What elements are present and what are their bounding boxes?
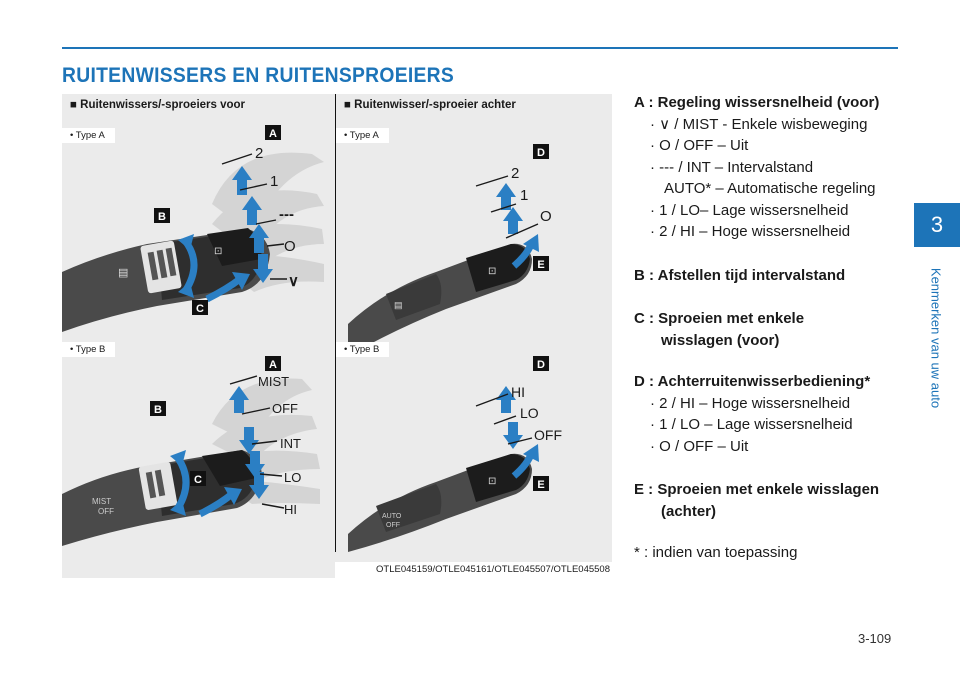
svg-text:⊡: ⊡	[488, 476, 496, 487]
front-b-position-mist: MIST	[258, 374, 289, 389]
rear-b-position-off: OFF	[534, 427, 562, 443]
front-b-badge-c: C	[194, 474, 202, 486]
legend-d-title: D : Achterruitenwisserbediening*	[634, 373, 871, 390]
legend-d-item: · 2 / HI – Hoge wissersnelheid	[650, 394, 851, 412]
front-b-position-off: OFF	[272, 401, 298, 416]
svg-text:OFF: OFF	[98, 507, 114, 516]
svg-text:AUTO: AUTO	[382, 513, 402, 520]
svg-text:▤: ▤	[394, 300, 403, 310]
svg-text:▤: ▤	[118, 267, 128, 279]
legend-a-item: AUTO* – Automatische regeling	[664, 180, 876, 197]
svg-text:⊡: ⊡	[214, 246, 222, 257]
legend: A : Regeling wissersnelheid (voor) · ∨ /…	[634, 92, 904, 564]
legend-a-item: · --- / INT – Intervalstand	[650, 158, 814, 176]
front-a-position-2: 2	[255, 145, 263, 162]
rear-a-position-2: 2	[511, 165, 519, 182]
rear-a-position-1: 1	[520, 187, 528, 204]
legend-footnote: * : indien van toepassing	[634, 544, 798, 561]
chapter-title: Kenmerken van uw auto	[913, 258, 959, 418]
top-rule	[62, 47, 898, 49]
front-a-position-off: O	[284, 238, 296, 255]
page-title: RUITENWISSERS EN RUITENSPROEIERS	[62, 64, 455, 87]
legend-d-item: · O / OFF – Uit	[650, 437, 749, 455]
front-b-position-int: INT	[280, 436, 301, 451]
svg-text:MIST: MIST	[92, 497, 111, 506]
figure-code: OTLE045159/OTLE045161/OTLE045507/OTLE045…	[335, 562, 612, 578]
front-b-badge-b: B	[154, 404, 162, 416]
page-number: 3-109	[858, 631, 892, 646]
rear-type-a-label: • Type A	[336, 128, 389, 143]
rear-b-position-hi: HI	[511, 384, 525, 400]
front-type-b-label: • Type B	[62, 342, 116, 357]
front-wiper-panel: ■ Ruitenwissers/-sproeiers voor • Type A…	[62, 94, 335, 552]
front-a-badge-a: A	[269, 128, 277, 140]
front-a-badge-b: B	[158, 211, 166, 223]
legend-e-title-line2: (achter)	[661, 502, 717, 520]
front-a-position-1: 1	[270, 173, 278, 190]
front-a-position-int: ---	[279, 206, 294, 223]
legend-a-item: · O / OFF – Uit	[650, 137, 749, 154]
rear-a-badge-d: D	[537, 147, 545, 159]
rear-type-b-label: • Type B	[336, 342, 390, 357]
figure-divider	[335, 94, 336, 552]
wiper-figure: ■ Ruitenwissers/-sproeiers voor • Type A…	[62, 94, 612, 578]
rear-wiper-panel: ■ Ruitenwisser/-sproeier achter • Type A…	[336, 94, 612, 552]
front-b-badge-a: A	[269, 359, 277, 371]
legend-a-item: · 2 / HI – Hoge wissersnelheid	[650, 223, 851, 240]
svg-text:⊡: ⊡	[488, 266, 496, 277]
rear-type-a-illustration: ▤ ⊡ 2 1 O D E AUTO OFF	[348, 144, 562, 552]
legend-c-title: C : Sproeien met enkele	[634, 310, 805, 327]
front-a-position-mist: ∨	[288, 273, 299, 290]
rear-panel-heading: ■ Ruitenwisser/-sproeier achter	[344, 99, 516, 111]
chapter-title-text: Kenmerken van uw auto	[928, 267, 944, 409]
front-type-a-label: • Type A	[62, 128, 115, 143]
svg-text:OFF: OFF	[386, 522, 400, 529]
legend-b-title: B : Afstellen tijd intervalstand	[634, 266, 846, 284]
front-panel-heading: ■ Ruitenwissers/-sproeiers voor	[70, 99, 246, 111]
legend-c-title-line2: wisslagen (voor)	[661, 331, 780, 349]
front-b-position-lo: LO	[284, 470, 301, 485]
rear-b-badge-d: D	[537, 359, 545, 371]
chapter-number-tab[interactable]: 3	[914, 203, 960, 247]
rear-b-badge-e: E	[537, 479, 544, 491]
front-type-a-illustration: ⊡ ▤ 2	[62, 125, 324, 546]
front-a-badge-c: C	[196, 303, 204, 315]
rear-b-position-lo: LO	[520, 405, 539, 421]
rear-a-badge-e: E	[537, 259, 544, 271]
front-b-position-hi: HI	[284, 502, 297, 517]
legend-e-title: E : Sproeien met enkele wisslagen	[634, 481, 880, 498]
legend-a-title: A : Regeling wissersnelheid (voor)	[634, 94, 880, 111]
rear-a-position-off: O	[540, 208, 552, 225]
legend-a-item: · 1 / LO– Lage wissersnelheid	[650, 201, 849, 219]
legend-d-item: · 1 / LO – Lage wissersnelheid	[650, 416, 853, 433]
legend-a-item: · ∨ / MIST - Enkele wisbeweging	[650, 115, 868, 133]
